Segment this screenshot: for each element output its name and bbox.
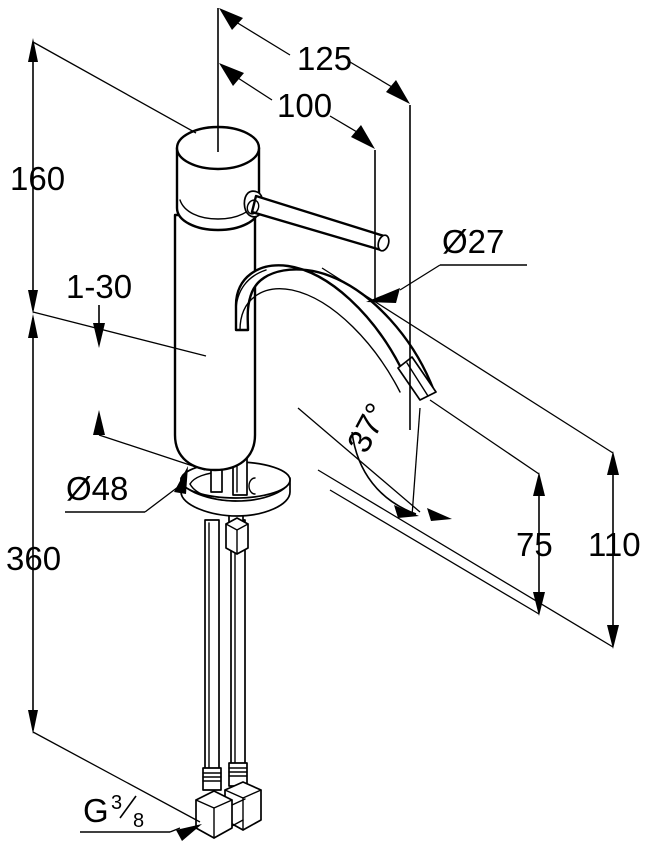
dimension-160: 160 xyxy=(10,38,207,357)
supply-hoses xyxy=(202,519,248,791)
dimension-110-label: 110 xyxy=(588,526,641,563)
dimension-360: 360 xyxy=(6,314,201,823)
dimension-125: 125 xyxy=(217,8,411,430)
dimension-125-label: 125 xyxy=(297,40,352,77)
faucet-spout xyxy=(234,264,437,401)
dimension-1-30-label: 1-30 xyxy=(66,268,132,305)
dimension-g38-letter: G xyxy=(83,792,109,829)
dimension-75-label: 75 xyxy=(516,526,553,563)
g38-connection-fittings xyxy=(195,781,262,839)
dimension-diameter-27-label: Ø27 xyxy=(442,223,504,260)
faucet-body-geometry xyxy=(173,125,437,839)
lever-handle xyxy=(243,190,390,252)
dimension-diameter-48: Ø48 xyxy=(65,466,188,513)
dimension-360-label: 360 xyxy=(6,540,61,577)
dimension-g38-numerator: 3 xyxy=(111,792,122,814)
dimension-100: 100 xyxy=(219,63,376,300)
dimension-1-30: 1-30 xyxy=(66,268,206,471)
dimension-160-label: 160 xyxy=(10,160,65,197)
dimension-100-label: 100 xyxy=(277,87,332,124)
dimension-diameter-27: Ø27 xyxy=(366,223,527,303)
dimension-g38: G 3 8 xyxy=(80,792,202,841)
faucet-body-cylinder xyxy=(173,213,257,472)
dimension-110: 110 xyxy=(317,267,641,649)
dimension-g38-denominator: 8 xyxy=(133,810,144,832)
dimension-75: 75 xyxy=(329,399,553,616)
dimension-diameter-48-label: Ø48 xyxy=(66,470,128,507)
